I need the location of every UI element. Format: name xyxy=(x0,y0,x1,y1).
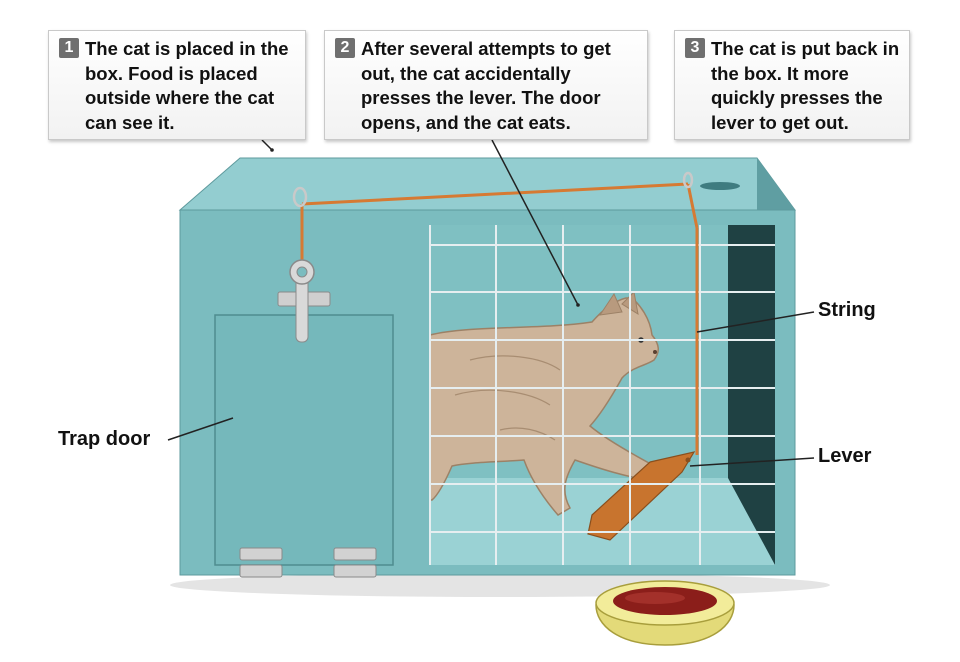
top-hole xyxy=(700,182,740,190)
leader-lines xyxy=(167,139,815,467)
step-box-1: 1 The cat is placed in the box. Food is … xyxy=(48,30,306,140)
step-text: The cat is placed in the box. Food is pl… xyxy=(85,38,289,133)
food-bowl xyxy=(595,580,735,646)
string-label: String xyxy=(818,299,876,321)
trap-door-label: Trap door xyxy=(58,428,151,450)
eyelet-left xyxy=(292,186,308,208)
step-number-badge: 3 xyxy=(685,38,705,58)
step-box-2: 2 After several attempts to get out, the… xyxy=(324,30,648,140)
leader-dot-2 xyxy=(576,303,580,307)
trap-door xyxy=(214,314,394,566)
hinges xyxy=(239,547,377,578)
string xyxy=(300,182,699,455)
cage-bars xyxy=(429,225,775,565)
step-box-3: 3 The cat is put back in the box. It mor… xyxy=(674,30,910,140)
eyelet-right xyxy=(682,171,694,189)
step-number-badge: 1 xyxy=(59,38,79,58)
step-text: The cat is put back in the box. It more … xyxy=(711,38,900,133)
latch xyxy=(277,259,331,343)
leader-dot-1 xyxy=(270,148,274,152)
lever xyxy=(587,451,696,541)
lever-label: Lever xyxy=(818,445,872,467)
step-number-badge: 2 xyxy=(335,38,355,58)
cat xyxy=(429,290,663,516)
step-text: After several attempts to get out, the c… xyxy=(361,38,611,133)
